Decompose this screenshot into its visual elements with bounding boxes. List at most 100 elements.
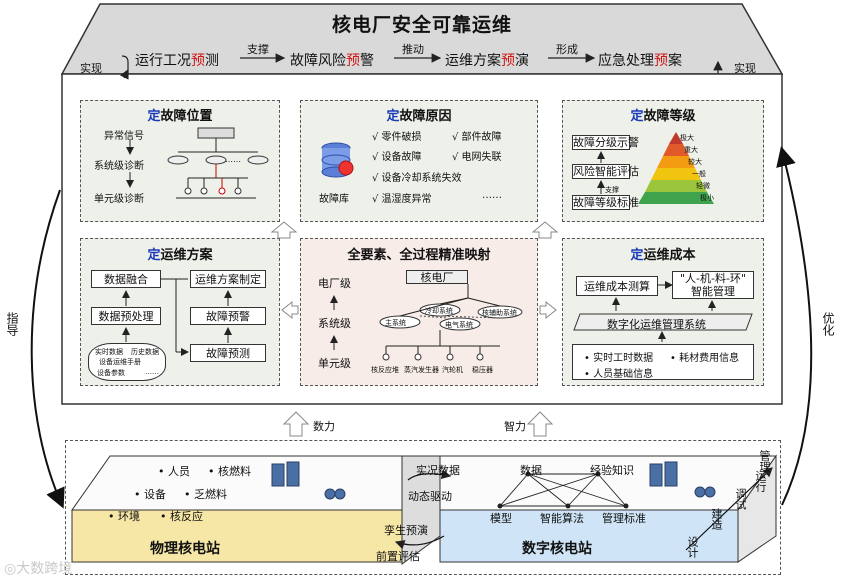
- panel-fault-position-title: 定故障位置: [147, 109, 213, 124]
- center-level-arrows: [330, 284, 523, 361]
- box-fault-prediction: 故障预测: [190, 344, 266, 362]
- label-compute: 数力: [313, 420, 335, 433]
- link-form: 形成: [556, 43, 578, 56]
- watermark-icon: ◎: [4, 561, 17, 577]
- guide-label: 指导: [5, 312, 19, 336]
- center-level-system: 系统级: [318, 317, 351, 330]
- level-arrows: [597, 151, 605, 194]
- physical-item-reaction: • 核反应: [160, 510, 203, 523]
- link-drive: 推动: [402, 43, 424, 56]
- step-manage: 管理: [758, 450, 771, 472]
- phase-rehearsal: 运维方案预演: [445, 53, 529, 69]
- digital-item-algorithm: 智能算法: [540, 512, 584, 525]
- risk-pyramid: [638, 132, 714, 204]
- box-cost-measure: 运维成本测算: [576, 276, 658, 296]
- unit-pressurizer: 稳压器: [472, 366, 493, 374]
- panel-fault-level-title: 定故障等级: [630, 109, 696, 124]
- optimize-label: 优化: [821, 312, 835, 336]
- database-icon: [321, 142, 354, 178]
- level-box-assess: 风险智能评估: [572, 164, 639, 179]
- pyramid-label-4: 一般: [692, 170, 706, 178]
- box-fault-warning: 故障预警: [190, 307, 266, 325]
- cost-item-2: • 耗材费用信息: [670, 353, 740, 364]
- physical-item-person: • 人员: [158, 465, 190, 478]
- level-unit-diagnosis: 单元级诊断: [94, 194, 144, 205]
- digital-item-standard: 管理标准: [602, 512, 646, 525]
- physical-plant-block: [71, 454, 777, 565]
- level-abnormal-signal: 异常信号: [104, 131, 144, 142]
- source-history: 历史数据: [131, 348, 159, 356]
- unit-reactor: 核反应堆: [371, 366, 399, 374]
- fault-position-dots: ……: [225, 155, 241, 164]
- digital-item-data: 数据: [520, 464, 542, 477]
- pyramid-label-3: 较大: [688, 158, 702, 166]
- cause-item-1: √ 零件破损: [372, 132, 422, 143]
- cost-item-3: • 人员基础信息: [584, 369, 654, 380]
- center-plant-box: 核电厂: [406, 270, 468, 284]
- maintenance-plan-arrows: [122, 278, 232, 356]
- box-plan-formulation: 运维方案制定: [190, 270, 266, 288]
- level-system-diagnosis: 系统级诊断: [94, 161, 144, 172]
- box-data-fusion: 数据融合: [91, 270, 161, 288]
- unit-steam-gen: 蒸汽发生器: [404, 366, 439, 374]
- phase-predict: 运行工况预测: [135, 53, 219, 69]
- twin-realtime-label: 实况数据: [416, 464, 460, 477]
- pyramid-label-6: 极小: [700, 194, 714, 202]
- pyramid-label-1: 极大: [680, 134, 694, 142]
- system-main: 主系统: [385, 319, 406, 327]
- box-data-preprocess: 数据预处理: [91, 307, 161, 325]
- hollow-connector-arrows: [270, 221, 559, 437]
- right-realize-label: 实现: [734, 62, 756, 75]
- center-level-plant: 电厂级: [318, 277, 351, 290]
- cost-system-label: 数字化运维管理系统: [607, 318, 706, 331]
- cause-item-5: √ 设备冷却系统失效: [372, 173, 462, 184]
- hmme-label: "人-机-料-环": [679, 272, 747, 285]
- source-manual: 设备运维手册: [99, 358, 141, 366]
- source-params: 设备参数: [97, 369, 125, 377]
- bottom-dashed-frame: [65, 440, 781, 575]
- step-debug: 调试: [734, 488, 747, 510]
- digital-item-knowledge: 经验知识: [590, 464, 634, 477]
- level-box-warning: 故障分级示警: [572, 135, 639, 150]
- twin-dynamic-label: 动态驱动: [408, 490, 452, 503]
- level-support-label: 支撑: [605, 186, 619, 194]
- panel-fault-cause-title: 定故障原因: [386, 109, 452, 124]
- system-electric: 电气系统: [445, 321, 473, 329]
- digital-plant-label: 数字核电站: [522, 541, 592, 557]
- cause-item-6: √ 温湿度异常: [372, 194, 432, 205]
- cause-item-4: √ 电网失联: [452, 152, 502, 163]
- physical-plant-label: 物理核电站: [150, 541, 220, 557]
- system-cooling: 冷却系统: [425, 307, 453, 315]
- system-aux: 核辅助系统: [482, 309, 517, 317]
- source-realtime: 实时数据: [95, 348, 123, 356]
- digital-item-model: 模型: [490, 512, 512, 525]
- cost-item-1: • 实时工时数据: [584, 353, 654, 364]
- step-run: 运行: [754, 470, 767, 492]
- cause-item-3: √ 设备故障: [372, 152, 422, 163]
- box-data-sources: [88, 343, 166, 381]
- twin-rehearse-label: 孪生预演: [384, 524, 428, 537]
- main-title: 核电厂安全可靠运维: [331, 14, 512, 36]
- physical-item-spent-fuel: • 乏燃料: [184, 488, 227, 501]
- center-level-unit: 单元级: [318, 357, 351, 370]
- hmme-sub: 智能管理: [691, 285, 735, 298]
- fault-position-tree: [126, 127, 269, 199]
- cost-info-box: [572, 344, 754, 380]
- db-label: 故障库: [319, 194, 349, 205]
- physical-item-fuel: • 核燃料: [208, 465, 251, 478]
- pyramid-label-2: 重大: [684, 146, 698, 154]
- watermark: ◎大数跨境: [4, 561, 73, 577]
- phase-arrows: [119, 53, 723, 80]
- left-realize-label: 实现: [80, 62, 102, 75]
- cause-dots: ……: [482, 190, 502, 201]
- panel-maintenance-cost-title: 定运维成本: [630, 248, 696, 263]
- step-build: 建造: [710, 508, 723, 530]
- cause-item-2: √ 部件故障: [452, 132, 502, 143]
- physical-item-equipment: • 设备: [134, 488, 166, 501]
- panel-maintenance-plan-title: 定运维方案: [147, 248, 213, 263]
- phase-warning: 故障风险预警: [290, 53, 374, 69]
- link-support: 支撑: [247, 43, 269, 56]
- phase-emergency: 应急处理预案: [598, 53, 682, 69]
- center-mapping-title: 全要素、全过程精准映射: [347, 248, 491, 263]
